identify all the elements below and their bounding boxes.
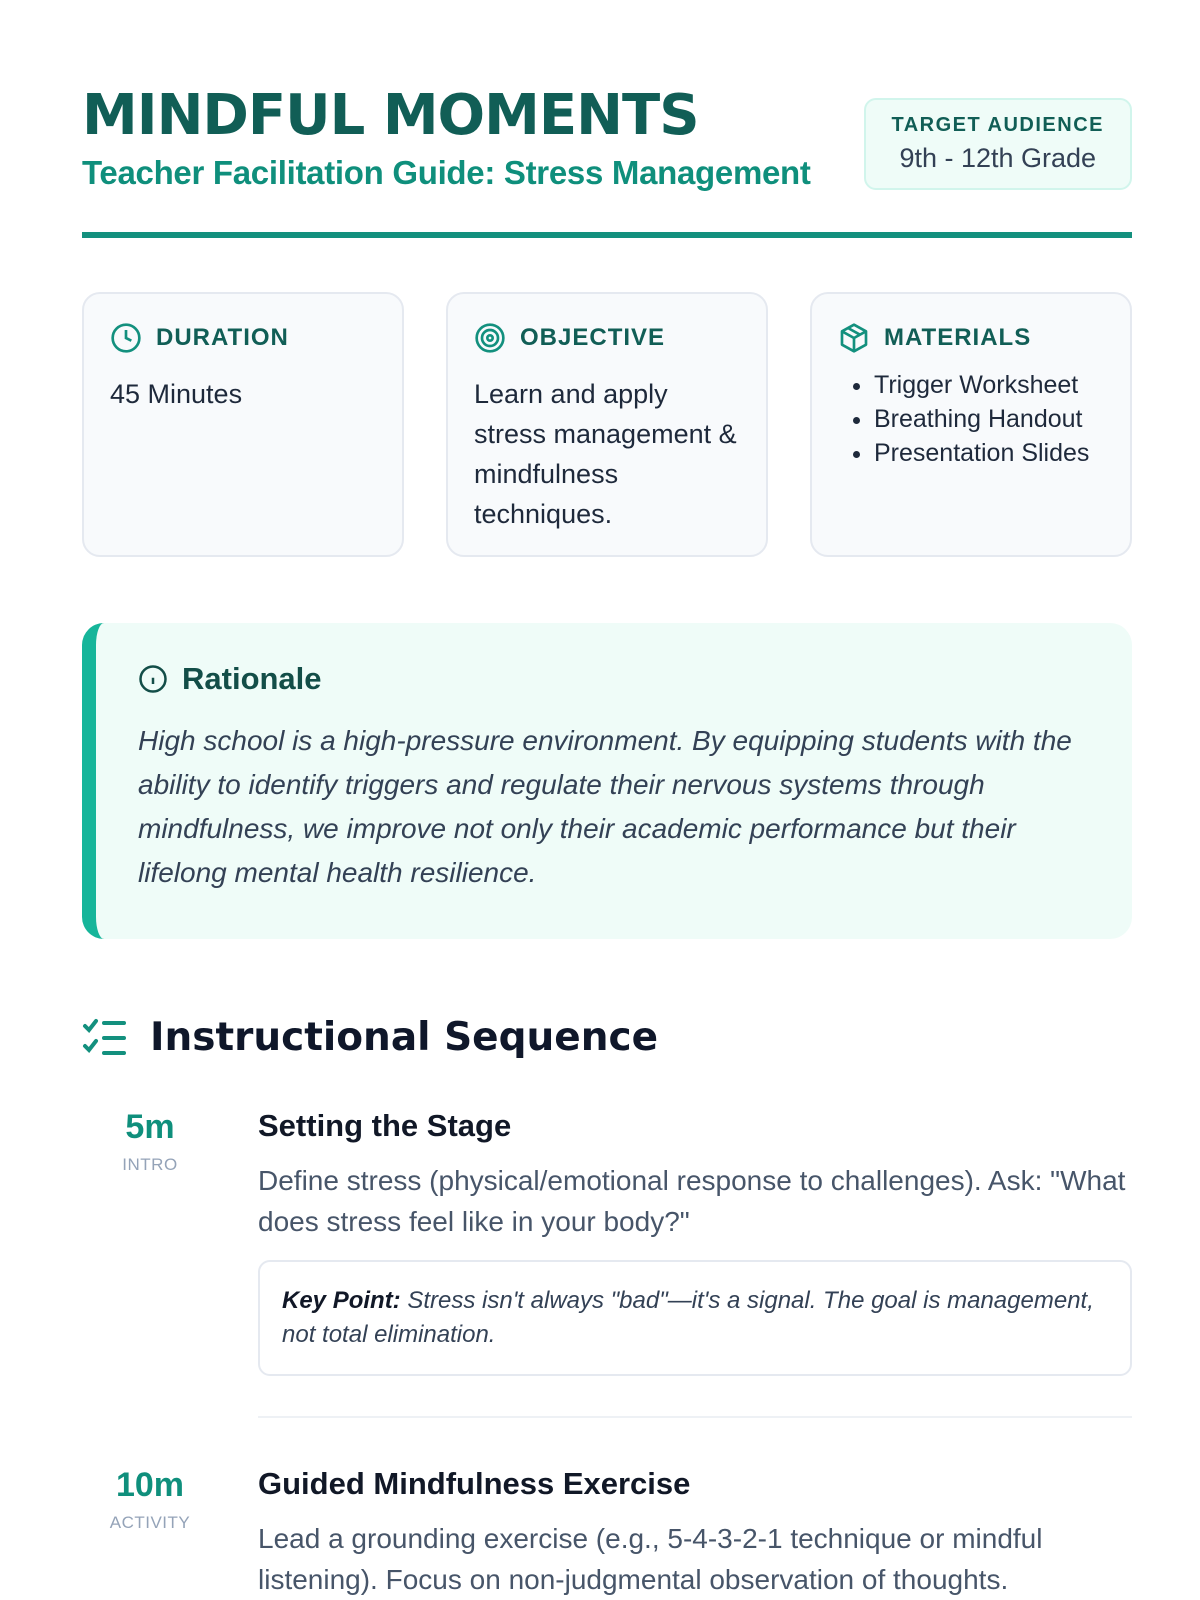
sequence-item: 10m ACTIVITY Guided Mindfulness Exercise… (82, 1466, 1132, 1600)
materials-item: Presentation Slides (874, 436, 1104, 470)
sequence-heading: Instructional Sequence (82, 1015, 1132, 1060)
item-duration: 5m (125, 1108, 175, 1146)
item-title: Guided Mindfulness Exercise (258, 1466, 691, 1501)
objective-value: Learn and apply stress management & mind… (474, 379, 737, 529)
audience-value: 9th - 12th Grade (899, 143, 1097, 173)
page-title: MINDFUL MOMENTS (82, 83, 700, 148)
item-duration: 10m (115, 1466, 185, 1504)
target-icon (475, 323, 505, 353)
sequence-title: Instructional Sequence (150, 1015, 659, 1060)
rationale-title: Rationale (182, 661, 322, 696)
materials-item: Trigger Worksheet (874, 368, 1104, 402)
materials-list: Trigger Worksheet Breathing Handout Pres… (838, 368, 1104, 470)
audience-label: TARGET AUDIENCE (891, 114, 1104, 136)
item-phase: ACTIVITY (109, 1513, 191, 1532)
clock-icon (111, 323, 141, 353)
package-icon (840, 323, 868, 353)
summary-cards: DURATION 45 Minutes OBJECTIVE Learn and … (82, 292, 1132, 557)
key-point-text: Stress isn't always "bad"—it's a signal.… (282, 1287, 1094, 1348)
duration-value: 45 Minutes (110, 379, 243, 409)
objective-label: OBJECTIVE (520, 324, 666, 351)
page-subtitle: Teacher Facilitation Guide: Stress Manag… (82, 154, 811, 191)
objective-card: OBJECTIVE Learn and apply stress managem… (446, 292, 768, 557)
header: MINDFUL MOMENTS Teacher Facilitation Gui… (82, 0, 1132, 192)
materials-card: MATERIALS Trigger Worksheet Breathing Ha… (810, 292, 1132, 557)
target-audience-badge: TARGET AUDIENCE 9th - 12th Grade (863, 98, 1132, 190)
item-phase: INTRO (122, 1155, 178, 1174)
materials-item: Breathing Handout (874, 402, 1104, 436)
header-divider (82, 232, 1132, 238)
checklist-icon (83, 1018, 126, 1055)
duration-card: DURATION 45 Minutes (82, 292, 404, 557)
item-description: Lead a grounding exercise (e.g., 5-4-3-2… (258, 1523, 1043, 1595)
key-point-box: Key Point: Stress isn't always "bad"—it'… (258, 1260, 1132, 1376)
materials-label: MATERIALS (884, 324, 1032, 351)
item-divider (258, 1416, 1132, 1418)
rationale-body: High school is a high-pressure environme… (138, 725, 1072, 888)
rationale-callout: Rationale High school is a high-pressure… (82, 623, 1132, 939)
key-point-label: Key Point: (282, 1287, 401, 1314)
sequence-item: 5m INTRO Setting the Stage Define stress… (82, 1108, 1132, 1418)
item-description: Define stress (physical/emotional respon… (258, 1165, 1126, 1237)
duration-label: DURATION (156, 324, 289, 351)
item-title: Setting the Stage (258, 1108, 512, 1143)
info-icon (139, 665, 167, 693)
